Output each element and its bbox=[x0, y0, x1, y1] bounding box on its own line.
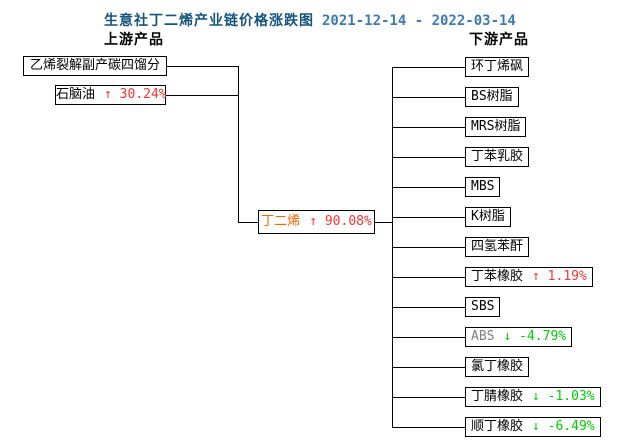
price-change-value: ↓ -6.49% bbox=[532, 419, 595, 434]
downstream-section-label: 下游产品 bbox=[469, 32, 529, 48]
connector-branch-4 bbox=[392, 157, 472, 158]
connector-upstream-c4 bbox=[100, 66, 239, 67]
node-tetrahydrophthalic-anhydride[interactable]: 四氢苯酐 bbox=[465, 237, 530, 257]
node-nbr-rubber[interactable]: 丁腈橡胶 ↓ -1.03% bbox=[465, 387, 601, 407]
node-sbs[interactable]: SBS bbox=[465, 297, 501, 317]
connector-branch-8 bbox=[392, 277, 472, 278]
node-upstream-naphtha[interactable]: 石脑油 ↑ 30.24% bbox=[55, 85, 167, 105]
node-label: 四氢苯酐 bbox=[471, 239, 524, 254]
connector-branch-2 bbox=[392, 97, 472, 98]
node-label: 环丁烯砜 bbox=[471, 59, 524, 74]
node-sbr-rubber[interactable]: 丁苯橡胶 ↑ 1.19% bbox=[465, 267, 593, 287]
node-br-rubber[interactable]: 顺丁橡胶 ↓ -6.49% bbox=[465, 417, 601, 437]
node-chloroprene-rubber[interactable]: 氯丁橡胶 bbox=[465, 357, 530, 377]
connector-branch-9 bbox=[392, 307, 472, 308]
node-label: ABS bbox=[471, 329, 495, 344]
connector-upstream-naphtha bbox=[100, 95, 239, 96]
node-label: 乙烯裂解副产碳四馏分 bbox=[29, 58, 160, 73]
page-title: 生意社丁二烯产业链价格涨跌图 2021-12-14 - 2022-03-14 bbox=[104, 10, 516, 30]
connector-left-vertical bbox=[238, 66, 239, 223]
node-bs-resin[interactable]: BS树脂 bbox=[465, 87, 519, 107]
connector-branch-5 bbox=[392, 187, 472, 188]
price-change-value: ↑ 1.19% bbox=[532, 269, 587, 284]
connector-branch-12 bbox=[392, 397, 472, 398]
price-change-value: ↓ -4.79% bbox=[503, 329, 567, 344]
price-change-value: ↑ 30.24% bbox=[104, 87, 167, 102]
connector-branch-10 bbox=[392, 337, 472, 338]
node-mbs[interactable]: MBS bbox=[465, 177, 501, 197]
node-label: SBS bbox=[471, 299, 495, 314]
node-butadiene[interactable]: 丁二烯 ↑ 90.08% bbox=[258, 210, 375, 234]
connector-branch-7 bbox=[392, 247, 472, 248]
node-sb-latex[interactable]: 丁苯乳胶 bbox=[465, 147, 530, 167]
title-text: 生意社丁二烯产业链价格涨跌图 bbox=[104, 13, 314, 29]
node-label: 丁二烯 bbox=[261, 214, 301, 229]
node-sulfolene[interactable]: 环丁烯砜 bbox=[465, 57, 530, 77]
node-label: 丁腈橡胶 bbox=[471, 389, 524, 404]
node-label: BS树脂 bbox=[471, 89, 513, 104]
node-label: MBS bbox=[471, 179, 495, 194]
node-label: K树脂 bbox=[471, 209, 505, 224]
connector-center-left bbox=[238, 222, 268, 223]
connector-branch-13 bbox=[392, 427, 472, 428]
connector-branch-11 bbox=[392, 367, 472, 368]
node-label: MRS树脂 bbox=[471, 119, 521, 134]
node-mrs-resin[interactable]: MRS树脂 bbox=[465, 117, 527, 137]
node-label: 石脑油 bbox=[56, 87, 96, 102]
connector-branch-1 bbox=[392, 67, 472, 68]
node-abs[interactable]: ABS ↓ -4.79% bbox=[465, 327, 573, 347]
upstream-section-label: 上游产品 bbox=[104, 32, 164, 48]
node-label: 丁苯乳胶 bbox=[471, 149, 524, 164]
price-change-value: ↑ 90.08% bbox=[309, 214, 372, 229]
connector-branch-6 bbox=[392, 217, 472, 218]
node-k-resin[interactable]: K树脂 bbox=[465, 207, 511, 227]
title-date-range: 2021-12-14 - 2022-03-14 bbox=[322, 13, 516, 29]
price-change-value: ↓ -1.03% bbox=[532, 389, 595, 404]
connector-center-right bbox=[362, 222, 393, 223]
connector-branch-3 bbox=[392, 127, 472, 128]
node-label: 丁苯橡胶 bbox=[471, 269, 524, 284]
node-upstream-c4-fraction[interactable]: 乙烯裂解副产碳四馏分 bbox=[23, 56, 167, 76]
node-label: 顺丁橡胶 bbox=[471, 419, 524, 434]
node-label: 氯丁橡胶 bbox=[471, 359, 524, 374]
